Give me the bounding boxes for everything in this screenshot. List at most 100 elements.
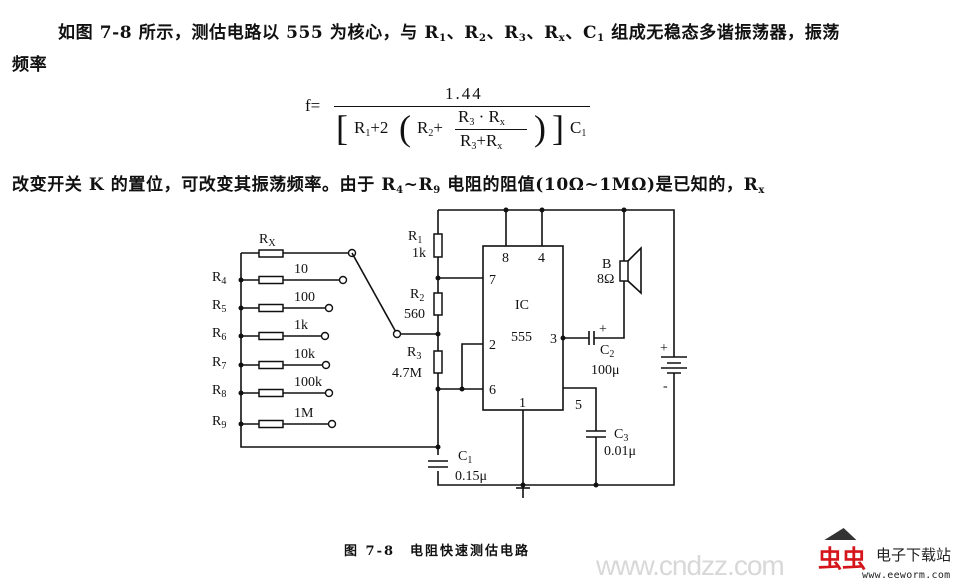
t: ·: [478, 107, 485, 126]
resistor: [258, 360, 284, 370]
ic-555: [482, 245, 564, 411]
denominator-r2: R2+: [417, 118, 443, 144]
sub: 4: [396, 185, 404, 196]
junction: [238, 390, 244, 396]
junction: [560, 335, 566, 341]
switch-terminal[interactable]: [320, 331, 330, 341]
pin-5: 5: [575, 398, 582, 413]
switch-k-blade[interactable]: [351, 252, 438, 335]
capacitor-c1: [428, 460, 448, 468]
t: +2: [370, 118, 389, 137]
t: R: [417, 118, 429, 137]
sub: 1: [439, 33, 447, 44]
c2-polarity: +: [599, 322, 607, 337]
c2-label: C2: [600, 343, 614, 360]
sub: x: [758, 185, 765, 196]
resistor-label: R4: [212, 270, 226, 287]
sub: 9: [433, 185, 441, 196]
sub: 1: [581, 128, 587, 139]
resistor-row-R9: R9 1M: [212, 406, 337, 431]
resistor-value: 1M: [294, 406, 314, 421]
resistor: [258, 419, 284, 429]
sub: 3: [469, 117, 475, 128]
speaker-cone-icon: [627, 246, 642, 295]
formula-lhs: f=: [305, 96, 321, 115]
junction: [238, 305, 244, 311]
battery-icon: [661, 356, 687, 374]
resistor-row-R4: R4 10: [212, 262, 348, 287]
junction: [238, 421, 244, 427]
resistor-value: 100k: [294, 375, 322, 390]
resistor: [258, 303, 284, 313]
switch-common-terminal: [392, 329, 402, 339]
switch-terminal[interactable]: [324, 303, 334, 313]
ic-type: 555: [511, 330, 532, 345]
junction: [593, 482, 599, 488]
resistor-label: R9: [212, 414, 226, 431]
text: 、R: [486, 23, 519, 43]
capacitor-c3: [586, 430, 606, 438]
resistor-value: 10: [294, 262, 308, 277]
resistor-label: R5: [212, 298, 226, 315]
battery-plus: +: [660, 341, 668, 356]
junction: [238, 362, 244, 368]
sub: 1: [597, 33, 605, 44]
junction: [503, 207, 509, 213]
resistor-row-R5: R5 100: [212, 290, 334, 315]
junction: [520, 482, 526, 488]
junction: [459, 386, 465, 392]
c3-label: C3: [614, 427, 628, 444]
sub: x: [558, 33, 566, 44]
junction: [539, 207, 545, 213]
bracket-left: [: [336, 108, 348, 148]
text: 如图 7-8 所示，测估电路以 555 为核心，与 R: [58, 23, 440, 43]
switch-terminal[interactable]: [327, 419, 337, 429]
r1-value: 1k: [412, 246, 426, 261]
pin-7: 7: [489, 273, 496, 288]
paragraph-1-line-2: 频率: [12, 55, 48, 75]
text: 、R: [526, 23, 559, 43]
t: R: [460, 131, 472, 150]
resistor: [258, 388, 284, 398]
sub: x: [497, 141, 503, 152]
rx-label: RX: [259, 232, 276, 249]
ic-label: IC: [515, 298, 529, 313]
text: 、C: [565, 23, 598, 43]
sub: x: [499, 117, 505, 128]
t: R: [458, 107, 470, 126]
pin-4: 4: [538, 251, 545, 266]
c2-value: 100μ: [591, 363, 620, 378]
text: 改变开关 K 的置位，可改变其振荡频率。由于 R: [12, 175, 397, 195]
t: R: [354, 118, 366, 137]
pin-1: 1: [519, 396, 526, 411]
r3-value: 4.7M: [392, 366, 423, 381]
t: R: [488, 107, 500, 126]
text: ~R: [403, 175, 434, 195]
text: 组成无稳态多谐振荡器，振荡: [604, 23, 840, 43]
switch-terminal[interactable]: [321, 360, 331, 370]
formula-numerator: 1.44: [445, 84, 483, 103]
sub: 3: [471, 141, 477, 152]
pin-6: 6: [489, 383, 496, 398]
inner-numerator: R3 · Rx: [458, 107, 505, 133]
fraction-bar: [334, 106, 590, 107]
c1-label: C1: [458, 449, 472, 466]
c3-value: 0.01μ: [604, 444, 636, 459]
switch-terminal[interactable]: [338, 275, 348, 285]
resistor-label: R6: [212, 326, 226, 343]
rx-row: RX: [241, 232, 357, 258]
switch-terminal[interactable]: [324, 388, 334, 398]
text: 电阻的阻值(10Ω~1MΩ)是已知的，R: [440, 175, 759, 195]
sub: 2: [428, 128, 434, 139]
speaker-label: B: [602, 257, 611, 272]
resistor-value: 100: [294, 290, 315, 305]
junction: [435, 386, 441, 392]
r3-label: R3: [407, 345, 421, 362]
junction-dots: [435, 207, 627, 488]
text: 、R: [446, 23, 480, 43]
r1-label: R1: [408, 229, 422, 246]
figure-caption: 图 7-8 电阻快速测估电路: [344, 544, 531, 559]
